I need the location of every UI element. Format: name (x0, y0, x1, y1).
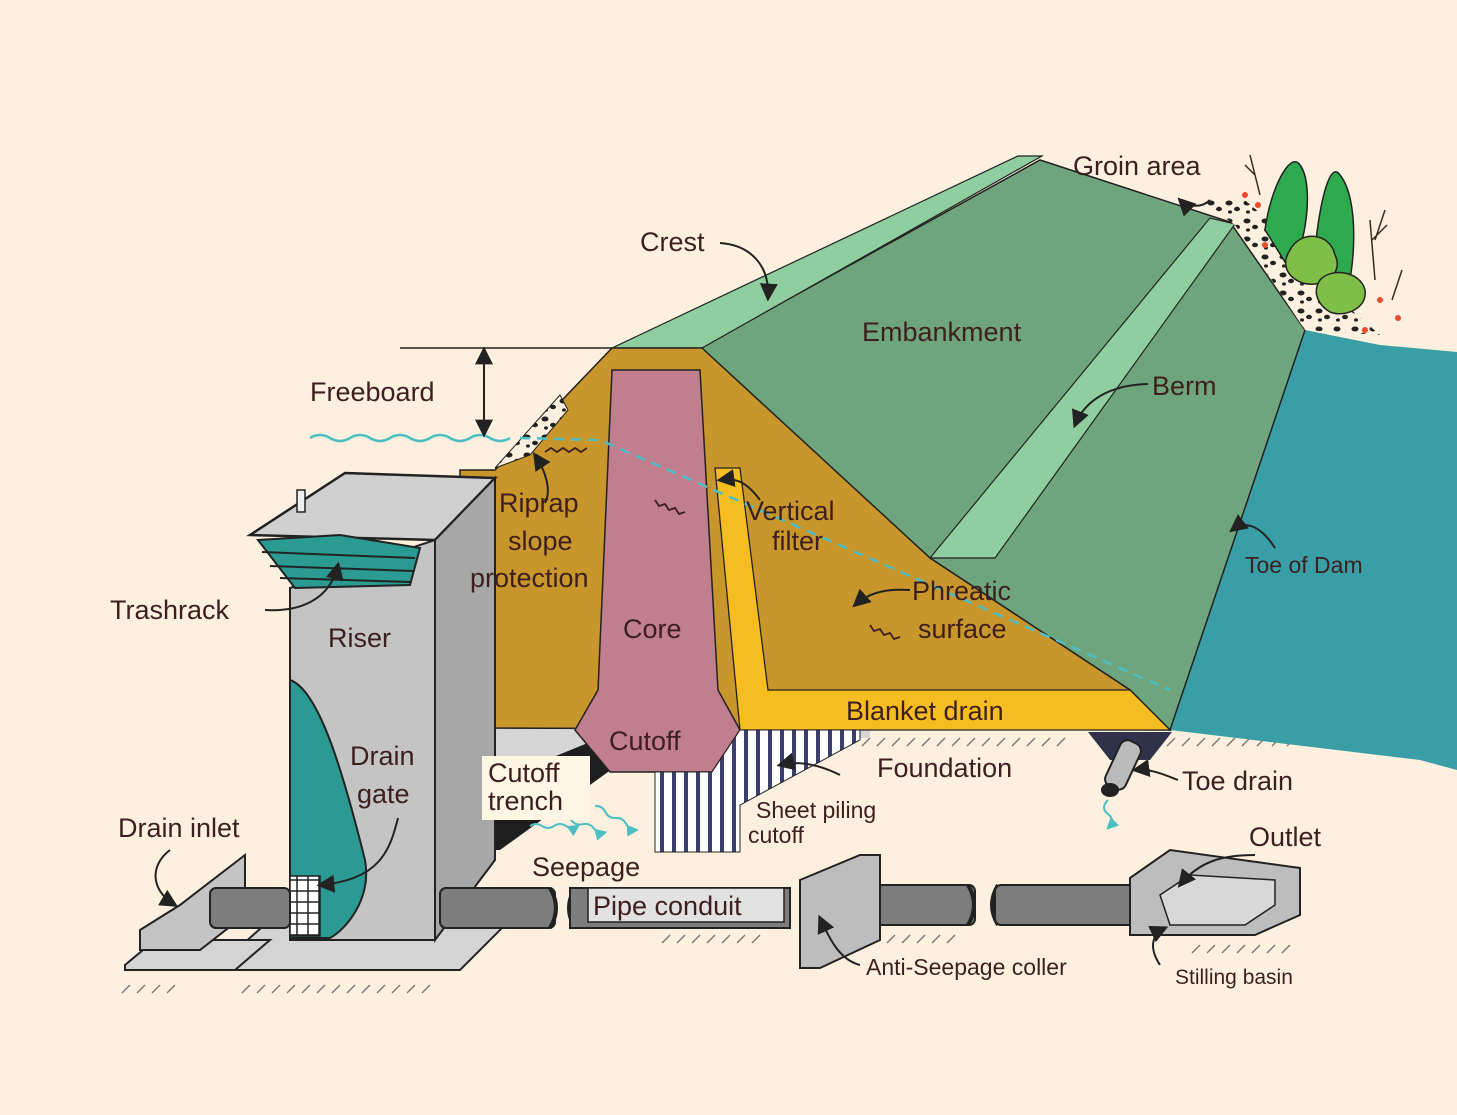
label-phreatic-1: Phreatic (912, 576, 1011, 606)
pipe-conduit-label-box (587, 887, 785, 923)
label-vertical-filter-1: Vertical (746, 496, 835, 526)
sheet-piling (654, 729, 861, 853)
leader-arrows (154, 197, 1276, 966)
label-toe-of-dam: Toe of Dam (1245, 552, 1363, 578)
riser-cap-post (296, 489, 306, 513)
phreatic-line (519, 436, 1171, 692)
label-drain-inlet: Drain inlet (118, 813, 240, 843)
downstream-water (1170, 330, 1457, 770)
cutoff-trench-label-box (482, 756, 590, 820)
riser-side (434, 475, 496, 943)
label-foundation: Foundation (877, 753, 1012, 783)
label-sheet-piling-2: cutoff (748, 822, 804, 848)
seepage-squiggles (544, 446, 901, 641)
toe-drain-seepage (1103, 799, 1120, 830)
reservoir-waterline (309, 433, 511, 443)
label-berm: Berm (1152, 371, 1217, 401)
label-drain-gate-1: Drain (350, 741, 415, 771)
label-vertical-filter-2: filter (772, 526, 823, 556)
label-stilling-basin: Stilling basin (1175, 966, 1293, 989)
label-core: Core (623, 614, 682, 644)
groin-vegetation (1242, 154, 1403, 333)
label-embankment: Embankment (862, 317, 1022, 347)
label-groin-area: Groin area (1073, 151, 1202, 181)
label-crest: Crest (640, 227, 705, 257)
drain-gate-opening (289, 678, 368, 939)
label-freeboard: Freeboard (310, 377, 435, 407)
label-riprap-2: slope (508, 526, 573, 556)
riprap-area (494, 394, 569, 469)
label-riser: Riser (328, 623, 391, 653)
label-cutoff-trench-1: Cutoff (488, 758, 560, 788)
label-outlet: Outlet (1249, 822, 1322, 852)
anti-seepage-collar (799, 854, 881, 969)
label-trashrack: Trashrack (110, 595, 230, 625)
label-riprap-3: protection (470, 563, 589, 593)
label-riprap-1: Riprap (499, 488, 579, 518)
label-seepage: Seepage (532, 852, 640, 882)
toe-drain-pipe (1101, 739, 1142, 797)
label-toe-drain: Toe drain (1182, 766, 1293, 796)
foundation-concrete-band (460, 728, 870, 795)
label-cutoff: Cutoff (609, 726, 681, 756)
label-pipe-conduit: Pipe conduit (593, 891, 742, 921)
drain-gate-grate (289, 875, 321, 937)
label-phreatic-2: surface (918, 614, 1007, 644)
label-sheet-piling-1: Sheet piling (756, 797, 876, 823)
label-anti-seepage: Anti-Seepage coller (866, 954, 1067, 980)
label-drain-gate-2: gate (357, 779, 410, 809)
label-cutoff-trench-2: trench (488, 786, 563, 816)
label-blanket-drain: Blanket drain (846, 696, 1004, 726)
